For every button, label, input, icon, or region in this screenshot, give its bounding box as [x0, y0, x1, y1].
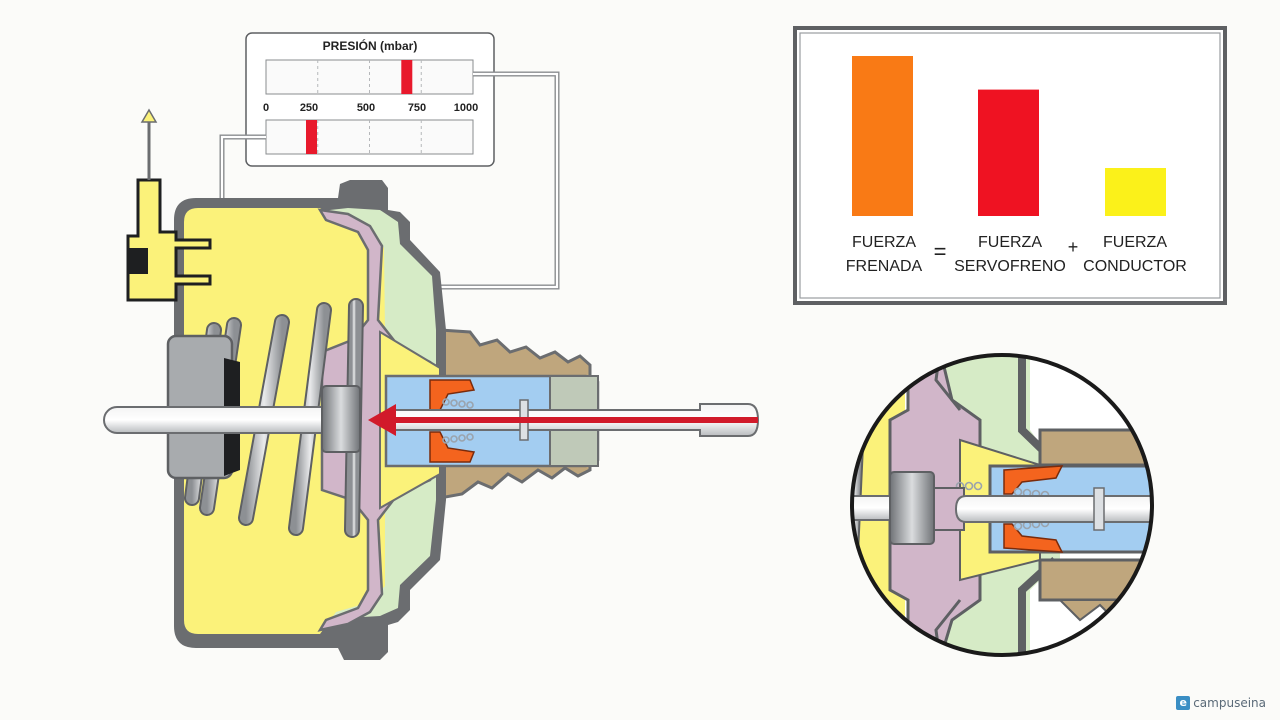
brand-name: campuseina — [1193, 696, 1266, 710]
gauge-tick-500: 500 — [357, 102, 375, 114]
equals-sign: = — [934, 239, 947, 264]
gauge-track-upper — [265, 59, 474, 95]
zoom-lens-border — [850, 353, 1154, 657]
valve-zoom-inset — [850, 353, 1154, 657]
label-servofreno-line1: FUERZA — [978, 234, 1042, 251]
gauge-indicator-upper — [401, 60, 413, 94]
valve-springs — [442, 398, 474, 444]
gauge-tick-labels: 0 250 500 750 1000 — [263, 102, 478, 114]
output-pushrod — [103, 406, 337, 434]
gauge-tick-750: 750 — [408, 102, 426, 114]
brand-logo: e campuseina — [1176, 696, 1266, 710]
valve-seat-bottom — [429, 431, 476, 463]
gauge-tick-1000: 1000 — [454, 102, 478, 114]
gauge-indicator-lower — [306, 120, 317, 154]
force-balance-panel: FUERZA FRENADA FUERZA SERVOFRENO FUERZA … — [793, 26, 1227, 305]
label-conductor-line2: CONDUCTOR — [1083, 258, 1187, 275]
label-servofreno-line2: SERVOFRENO — [954, 258, 1066, 275]
force-bar-conductor — [1105, 168, 1166, 216]
gauge-tick-250: 250 — [300, 102, 318, 114]
plus-sign: + — [1068, 237, 1079, 257]
reaction-disc — [321, 385, 361, 453]
gauge-title: PRESIÓN (mbar) — [323, 38, 418, 53]
gauge-track-lower — [265, 119, 474, 155]
force-bar-servofreno — [978, 89, 1039, 216]
pressure-gauge: PRESIÓN (mbar) 0 250 500 750 1000 — [245, 32, 495, 167]
brake-booster-section — [103, 108, 760, 660]
airflow-arrow-icon — [140, 108, 158, 123]
label-frenada-line2: FRENADA — [846, 258, 923, 275]
brand-badge: e — [1176, 696, 1191, 710]
vacuum-check-valve — [126, 108, 212, 302]
label-frenada-line1: FUERZA — [852, 234, 916, 251]
label-conductor-line1: FUERZA — [1103, 234, 1167, 251]
force-bar-frenada — [852, 56, 913, 216]
gauge-tick-0: 0 — [263, 102, 269, 114]
pedal-force-arrow — [368, 404, 758, 436]
